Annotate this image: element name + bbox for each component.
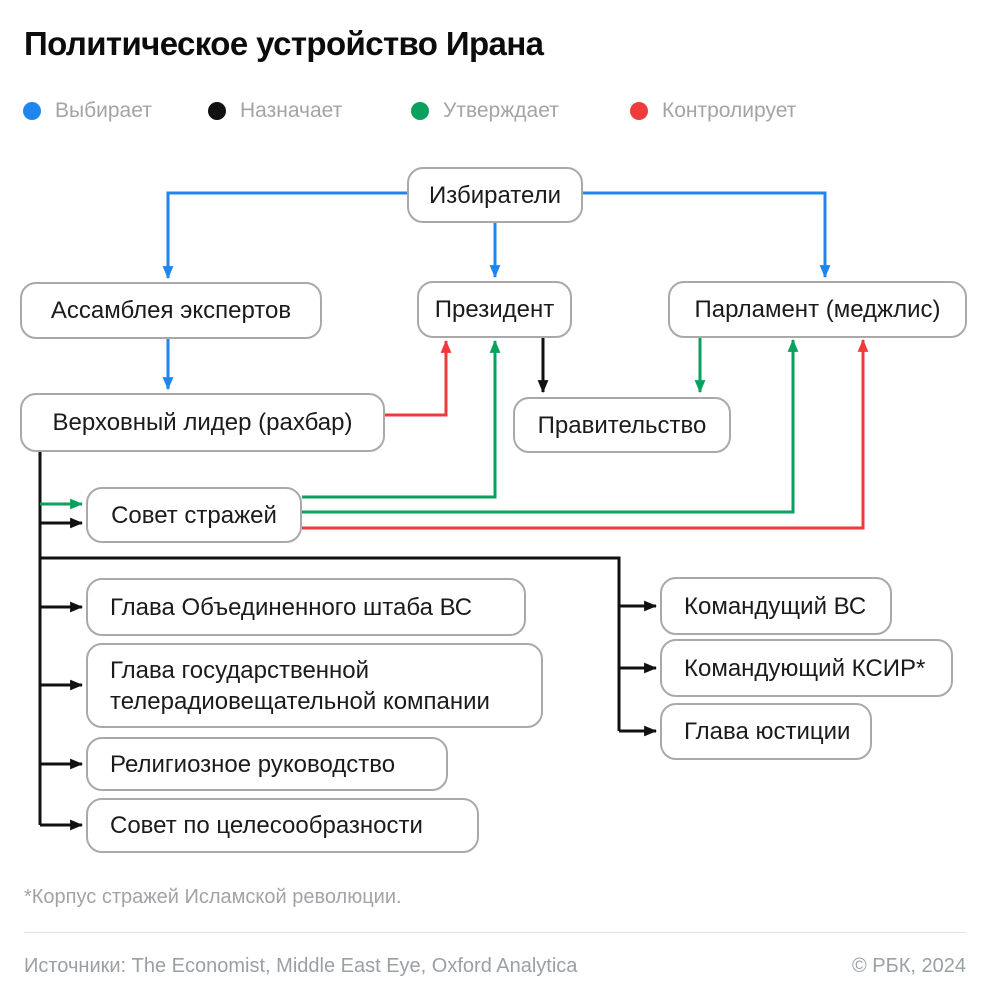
- edge-guardian-council-president: [302, 339, 501, 499]
- edge-guardian-council-parliament-approve: [302, 338, 799, 514]
- sources-text: Источники: The Economist, Middle East Ey…: [24, 955, 578, 977]
- legend-item-appoints: Назначает: [208, 97, 342, 125]
- legend-dot-approves-icon: [411, 102, 429, 120]
- edge-guardian-council-parliament-control: [302, 338, 869, 530]
- node-supreme-leader: Верховный лидер (рахбар): [20, 393, 385, 452]
- node-guardian-council: Совет стражей: [86, 487, 302, 543]
- copyright-text: © РБК, 2024: [851, 955, 966, 977]
- footnote: *Корпус стражей Исламской революции.: [24, 886, 402, 908]
- legend-item-elects: Выбирает: [23, 97, 152, 125]
- node-government: Правительство: [513, 397, 731, 453]
- page-title: Политическое устройство Ирана: [24, 25, 544, 62]
- edge-supreme-leader-president: [385, 339, 452, 417]
- node-assembly-of-experts: Ассамблея экспертов: [20, 282, 322, 339]
- node-religious-leadership: Религиозное руководство: [86, 737, 448, 791]
- footer-sources-row: Источники: The Economist, Middle East Ey…: [24, 955, 966, 978]
- edge-leader-right-branch: [40, 556, 621, 731]
- node-parliament: Парламент (меджлис): [668, 281, 967, 338]
- legend-item-controls: Контролирует: [630, 97, 796, 125]
- footer-divider: [24, 932, 966, 933]
- node-joint-staff-head: Глава Объединенного штаба ВС: [86, 578, 526, 636]
- legend-label-controls: Контролирует: [662, 99, 797, 122]
- edge-voters-assembly: [162, 191, 407, 280]
- legend-label-appoints: Назначает: [240, 99, 343, 122]
- edge-voters-parliament: [583, 191, 831, 279]
- legend-dot-appoints-icon: [208, 102, 226, 120]
- legend: Выбирает Назначает Утверждает Контролиру…: [0, 97, 990, 125]
- legend-label-approves: Утверждает: [443, 99, 559, 122]
- legend-dot-controls-icon: [630, 102, 648, 120]
- legend-dot-elects-icon: [23, 102, 41, 120]
- node-broadcasting-head: Глава государственной телерадиовещательн…: [86, 643, 543, 728]
- node-president: Президент: [417, 281, 572, 338]
- node-irgc-commander: Командующий КСИР*: [660, 639, 953, 697]
- node-justice-head: Глава юстиции: [660, 703, 872, 760]
- legend-label-elects: Выбирает: [55, 99, 152, 122]
- legend-item-approves: Утверждает: [411, 97, 559, 125]
- node-expediency-council: Совет по целесообразности: [86, 798, 479, 853]
- node-voters: Избиратели: [407, 167, 583, 223]
- node-armed-forces-commander: Командущий ВС: [660, 577, 892, 635]
